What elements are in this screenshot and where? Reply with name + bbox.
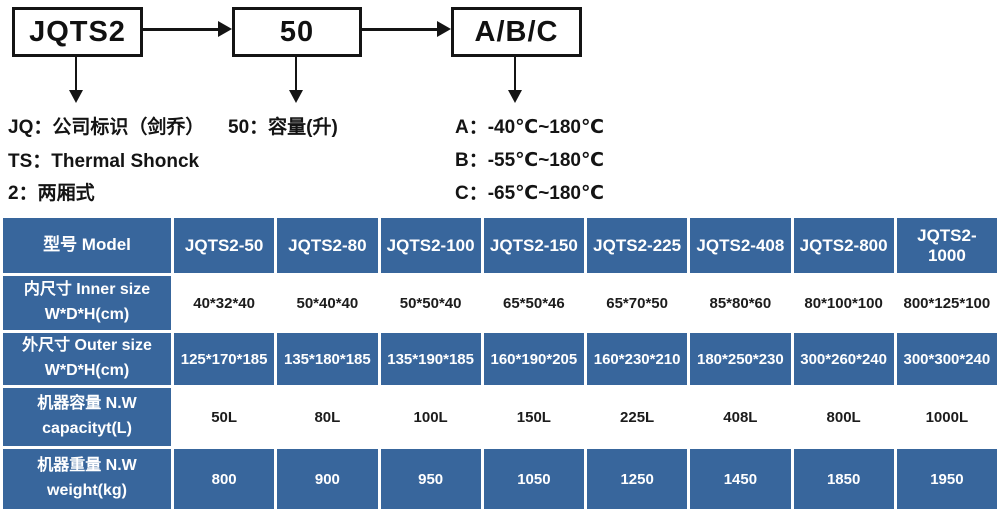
- arrow-down-icon: [508, 90, 522, 103]
- arrow-down-icon: [69, 90, 83, 103]
- capacity-row: 机器容量 N.W capacityt(L) 50L 80L 100L 150L …: [3, 388, 997, 446]
- spec-cell: 135*180*185: [277, 333, 378, 385]
- spec-cell: 1250: [587, 449, 688, 509]
- spec-cell: 408L: [690, 388, 791, 446]
- spec-cell: 160*190*205: [483, 333, 584, 385]
- row-label-line2: W*D*H(cm): [44, 306, 130, 323]
- spec-cell: 1050: [483, 449, 584, 509]
- row-label-line1: 内尺寸 Inner size: [23, 281, 151, 299]
- row-label-line2: weight(kg): [47, 482, 127, 499]
- row-label-cell: 外尺寸 Outer size W*D*H(cm): [3, 333, 171, 385]
- spec-cell: 900: [277, 449, 378, 509]
- model-temp-grade-box: A/B/C: [451, 7, 582, 57]
- spec-cell: 1950: [896, 449, 997, 509]
- spec-cell: 135*190*185: [380, 333, 481, 385]
- legend-two-zone: 2：两厢式: [8, 183, 95, 204]
- model-prefix-box: JQTS2: [12, 7, 143, 57]
- inner-size-row: 内尺寸 Inner size W*D*H(cm) 40*32*40 50*40*…: [3, 276, 997, 330]
- spec-cell: 65*70*50: [587, 276, 688, 330]
- model-header-cell: JQTS2-800: [793, 218, 894, 273]
- spec-cell: 100L: [380, 388, 481, 446]
- spec-table: 型号 Model JQTS2-50 JQTS2-80 JQTS2-100 JQT…: [0, 215, 1000, 512]
- spec-cell: 300*300*240: [896, 333, 997, 385]
- arrow-right-icon: [218, 21, 232, 37]
- row-label-cell: 机器容量 N.W capacityt(L): [3, 388, 171, 446]
- spec-cell: 50L: [174, 388, 275, 446]
- spec-cell: 150L: [483, 388, 584, 446]
- legend-capacity: 50：容量(升): [228, 117, 338, 138]
- model-header-cell: JQTS2-100: [380, 218, 481, 273]
- arrow-down-icon: [289, 90, 303, 103]
- row-label-line1: 外尺寸 Outer size: [22, 337, 152, 355]
- table-header-row: 型号 Model JQTS2-50 JQTS2-80 JQTS2-100 JQT…: [3, 218, 997, 273]
- model-header-cell: JQTS2-225: [587, 218, 688, 273]
- spec-cell: 85*80*60: [690, 276, 791, 330]
- row-label-line1: 机器容量 N.W: [37, 395, 137, 413]
- arrow-right-icon: [437, 21, 451, 37]
- model-capacity-box: 50: [232, 7, 362, 57]
- spec-cell: 1450: [690, 449, 791, 509]
- outer-size-row: 外尺寸 Outer size W*D*H(cm) 125*170*185 135…: [3, 333, 997, 385]
- spec-cell: 40*32*40: [174, 276, 275, 330]
- spec-cell: 300*260*240: [793, 333, 894, 385]
- model-header-cell: JQTS2-1000: [896, 218, 997, 273]
- arrow-down-icon: [514, 57, 516, 91]
- row-label-cell: 内尺寸 Inner size W*D*H(cm): [3, 276, 171, 330]
- legend-temp-grade-a: A：-40℃~180℃: [455, 117, 604, 138]
- legend-temp-grade-b: B：-55℃~180℃: [455, 150, 604, 171]
- row-label-line1: 机器重量 N.W: [37, 457, 137, 475]
- spec-cell: 80L: [277, 388, 378, 446]
- arrow-down-icon: [295, 57, 297, 91]
- spec-cell: 800: [174, 449, 275, 509]
- arrow-down-icon: [75, 57, 77, 91]
- spec-cell: 1850: [793, 449, 894, 509]
- row-label-line2: capacityt(L): [42, 420, 132, 437]
- spec-cell: 160*230*210: [587, 333, 688, 385]
- model-header-cell: JQTS2-80: [277, 218, 378, 273]
- model-header-cell: JQTS2-408: [690, 218, 791, 273]
- arrow-right-icon: [362, 28, 438, 31]
- spec-cell: 225L: [587, 388, 688, 446]
- spec-cell: 180*250*230: [690, 333, 791, 385]
- model-header-cell: JQTS2-150: [483, 218, 584, 273]
- legend-company-prefix: JQ：公司标识（剑乔）: [8, 117, 205, 138]
- spec-cell: 800L: [793, 388, 894, 446]
- spec-cell: 950: [380, 449, 481, 509]
- weight-row: 机器重量 N.W weight(kg) 800 900 950 1050 125…: [3, 449, 997, 509]
- spec-cell: 1000L: [896, 388, 997, 446]
- row-label-cell: 机器重量 N.W weight(kg): [3, 449, 171, 509]
- legend-thermal-shock: TS：Thermal Shonck: [8, 151, 200, 172]
- row-label-line2: W*D*H(cm): [44, 362, 130, 379]
- legend-temp-grade-c: C：-65℃~180℃: [455, 183, 604, 204]
- spec-cell: 65*50*46: [483, 276, 584, 330]
- spec-cell: 125*170*185: [174, 333, 275, 385]
- spec-cell: 50*50*40: [380, 276, 481, 330]
- spec-cell: 50*40*40: [277, 276, 378, 330]
- arrow-right-icon: [143, 28, 219, 31]
- spec-cell: 80*100*100: [793, 276, 894, 330]
- corner-header-cell: 型号 Model: [3, 218, 171, 273]
- spec-cell: 800*125*100: [896, 276, 997, 330]
- model-header-cell: JQTS2-50: [174, 218, 275, 273]
